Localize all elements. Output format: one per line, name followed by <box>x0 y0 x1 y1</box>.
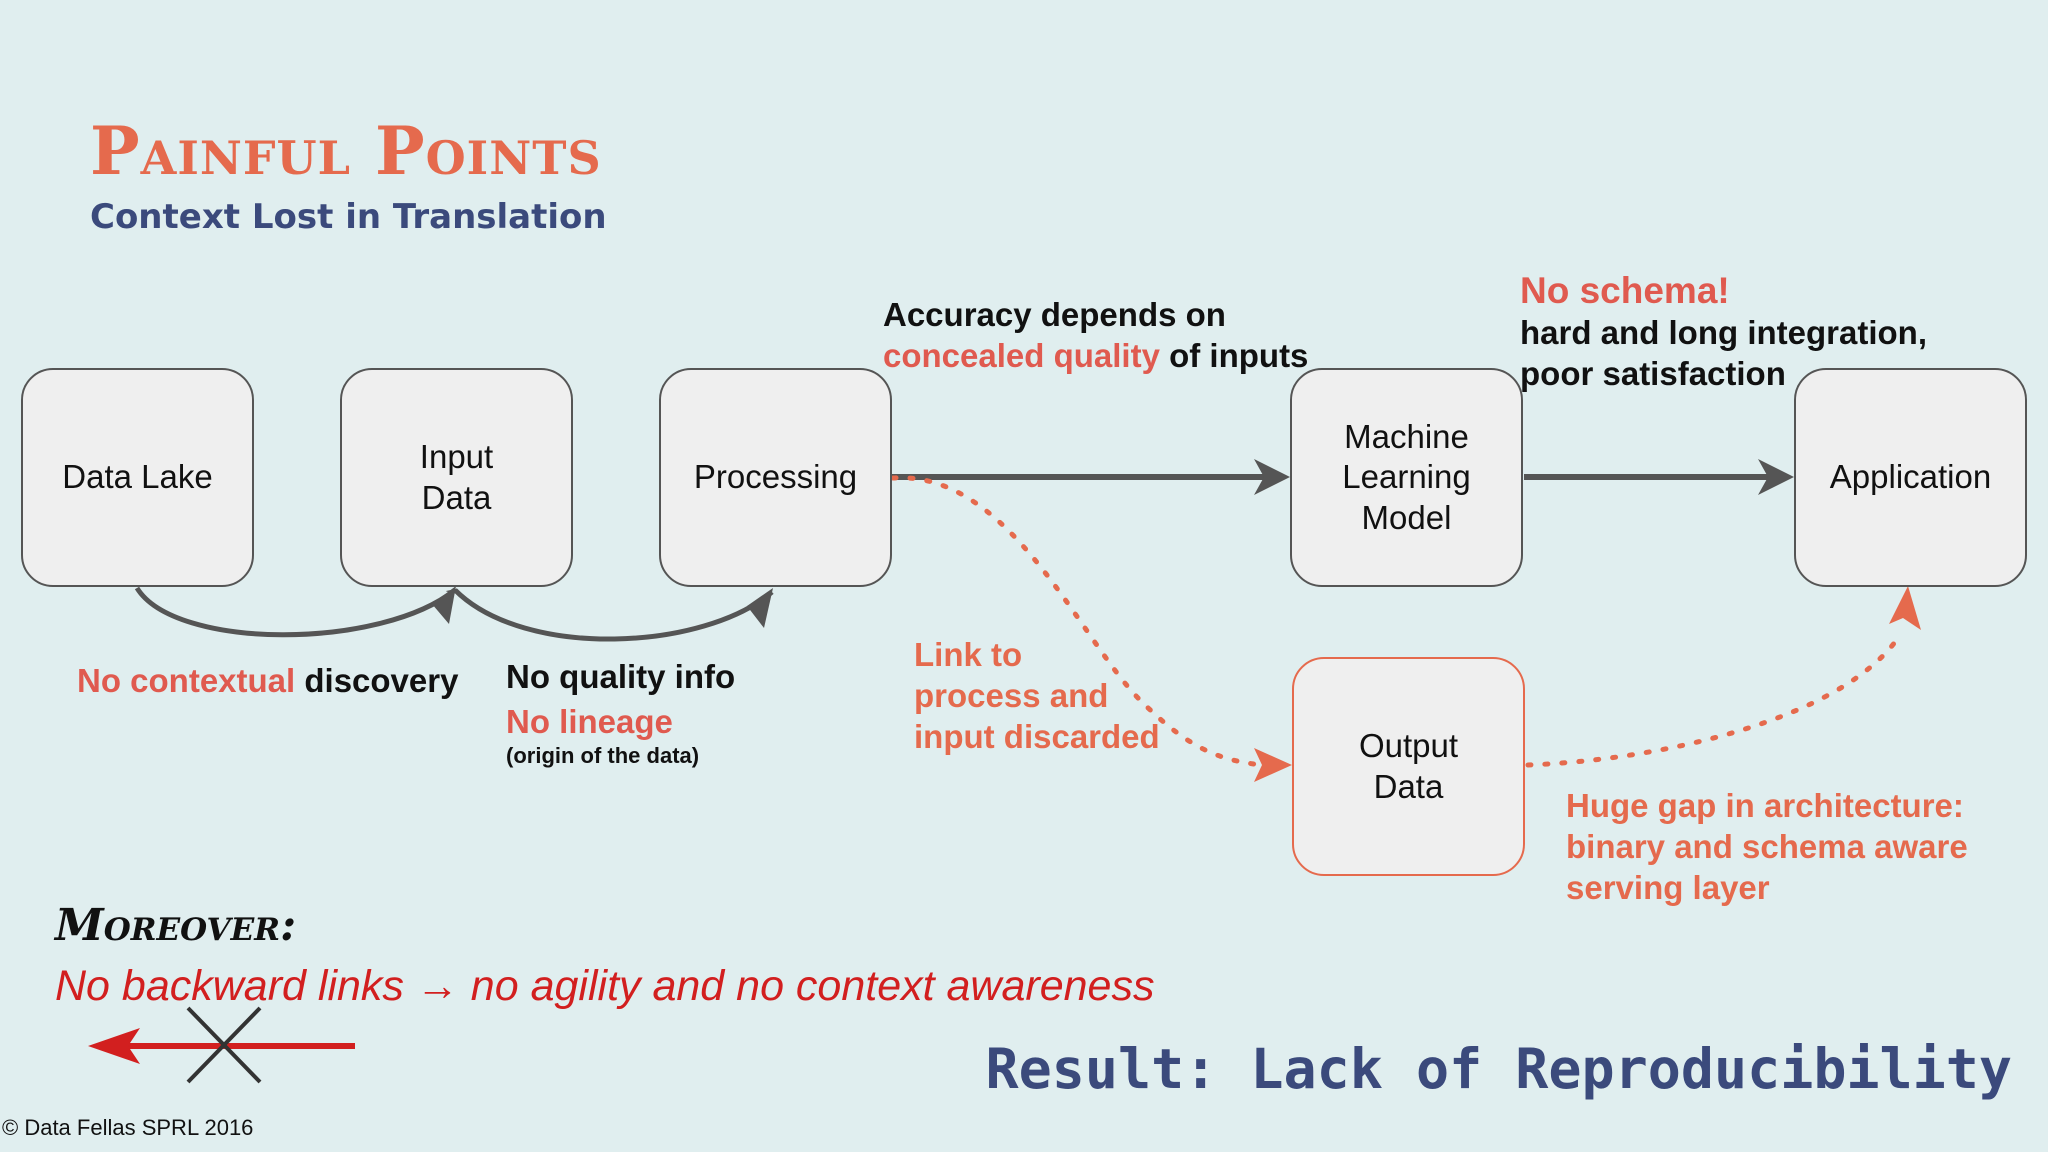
link-discarded-annotation: Link to process and input discarded <box>914 634 1160 757</box>
gap-line2: binary and schema aware <box>1566 828 1968 865</box>
schema-line2: poor satisfaction <box>1520 355 1786 392</box>
arrowhead-ml-application <box>1758 459 1794 495</box>
accuracy-red-text: concealed quality <box>883 337 1160 374</box>
accuracy-annotation: Accuracy depends on concealed quality of… <box>883 294 1308 376</box>
accuracy-line1: Accuracy depends on <box>883 296 1226 333</box>
arrow-input-to-processing <box>453 588 774 642</box>
slide-title: Painful Points <box>90 112 602 190</box>
node-output-data: Output Data <box>1292 657 1525 876</box>
node-input-data: Input Data <box>340 368 573 587</box>
node-ml-line1: Machine <box>1344 418 1469 456</box>
node-ml-model: Machine Learning Model <box>1290 368 1523 587</box>
node-output-line1: Output <box>1358 727 1459 765</box>
schema-annotation: No schema! hard and long integration, po… <box>1520 270 1927 394</box>
result-text: Result: Lack of Reproducibility <box>985 1037 2013 1101</box>
arrowhead-datalake-input <box>432 586 456 624</box>
schema-line1: hard and long integration, <box>1520 314 1927 351</box>
gap-line3: serving layer <box>1566 869 1770 906</box>
node-ml-line2: Learning <box>1342 458 1471 496</box>
node-processing: Processing <box>659 368 892 587</box>
node-output-line2: Data <box>1373 767 1444 805</box>
node-data-lake-label: Data Lake <box>62 458 213 496</box>
gap-annotation: Huge gap in architecture: binary and sch… <box>1566 785 1968 908</box>
node-input-data-line1: Input <box>419 438 494 476</box>
arrowhead-processing-ml <box>1254 459 1290 495</box>
link-line3: input discarded <box>914 718 1160 755</box>
link-line2: process and <box>914 677 1109 714</box>
node-processing-label: Processing <box>693 458 858 496</box>
cross-line-2 <box>186 1006 262 1084</box>
link-line1: Link to <box>914 636 1023 673</box>
arrow-processing-to-output <box>890 475 1265 768</box>
contextual-annotation: No contextual discovery <box>77 660 458 701</box>
accuracy-rest-text: of inputs <box>1159 337 1309 374</box>
gap-line1: Huge gap in architecture: <box>1566 787 1964 824</box>
arrowhead-processing-output <box>1254 748 1292 782</box>
lineage-note: (origin of the data) <box>506 743 700 768</box>
node-application-label: Application <box>1829 458 1992 496</box>
node-input-data-line2: Data <box>421 478 492 516</box>
accuracy-line2: concealed quality of inputs <box>883 335 1308 376</box>
no-quality-text: No quality info <box>506 658 736 695</box>
arrowhead-input-processing <box>747 588 773 628</box>
copyright-text: © Data Fellas SPRL 2016 <box>2 1115 254 1140</box>
slide-subtitle: Context Lost in Translation <box>90 197 607 237</box>
arrowhead-output-application <box>1889 586 1921 630</box>
no-contextual-red: No contextual <box>77 662 296 699</box>
no-contextual-rest: discovery <box>295 662 459 699</box>
no-schema-text: No schema! <box>1520 270 1730 311</box>
node-application: Application <box>1794 368 2027 587</box>
quality-annotation: No quality info No lineage (origin of th… <box>506 656 735 770</box>
moreover-heading: Moreover: <box>55 900 297 951</box>
arrow-output-to-application <box>1525 635 1901 768</box>
arrow-datalake-to-input <box>134 586 457 638</box>
backward-link-arrowhead <box>88 1028 140 1064</box>
no-lineage-text: No lineage <box>506 703 673 740</box>
backward-links-text: No backward links → no agility and no co… <box>55 962 1155 1010</box>
node-data-lake: Data Lake <box>21 368 254 587</box>
node-ml-line3: Model <box>1361 498 1452 536</box>
